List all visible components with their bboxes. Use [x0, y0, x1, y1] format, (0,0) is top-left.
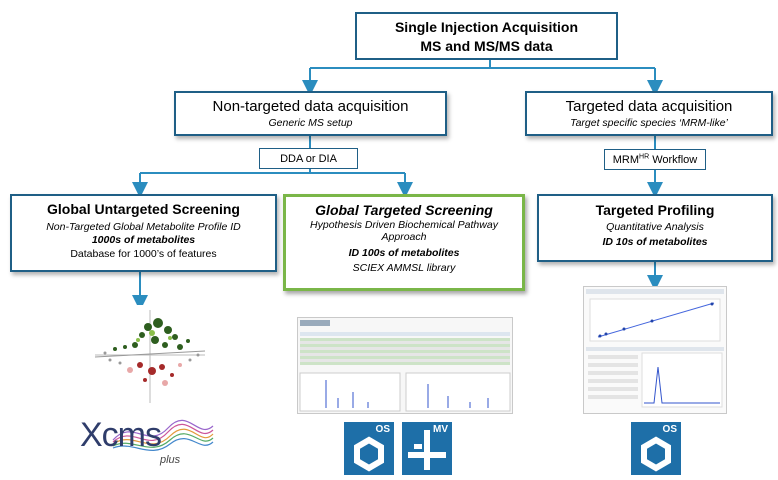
xcms-wordmark: Xcms	[80, 416, 162, 454]
targeted-profiling-box: Targeted Profiling Quantitative Analysis…	[537, 194, 773, 262]
global-targeted-line4: SCIEX AMMSL library	[352, 262, 456, 274]
dda-dia-label: DDA or DIA	[280, 153, 337, 165]
global-untargeted-line3: Database for 1000’s of features	[70, 248, 217, 260]
global-targeted-line2: Approach	[381, 231, 427, 243]
targeted-acquisition-subtitle: Target specific species ‘MRM-like’	[570, 117, 728, 129]
targeted-profiling-line1: Quantitative Analysis	[606, 221, 704, 233]
targeted-profiling-line2: ID 10s of metabolites	[602, 236, 708, 248]
software-screenshot-thumbnail	[297, 317, 513, 414]
single-injection-line1: Single Injection Acquisition	[394, 19, 579, 35]
calibration-screenshot-image	[584, 287, 726, 413]
mrm-superscript: HR	[639, 153, 650, 161]
software-screenshot-image	[298, 318, 512, 413]
scatter-plot-thumbnail	[80, 305, 210, 408]
scatter-plot-image	[80, 305, 210, 408]
cross-icon	[408, 430, 446, 470]
os-logo-right: OS	[631, 422, 681, 475]
os-logo-middle: OS	[344, 422, 394, 475]
targeted-acquisition-title: Targeted data acquisition	[565, 98, 733, 115]
global-targeted-box: Global Targeted Screening Hypothesis Dri…	[283, 194, 525, 291]
targeted-profiling-title: Targeted Profiling	[595, 202, 715, 218]
mv-logo: MV	[402, 422, 452, 475]
global-untargeted-line1: Non-Targeted Global Metabolite Profile I…	[46, 221, 241, 233]
global-targeted-line1: Hypothesis Driven Biochemical Pathway	[310, 219, 498, 231]
xcms-plus-text: plus	[160, 454, 181, 466]
dda-dia-box: DDA or DIA	[259, 148, 358, 169]
global-untargeted-box: Global Untargeted Screening Non-Targeted…	[10, 194, 277, 272]
xcms-plus-logo: Xcms plus	[78, 410, 218, 472]
os-logo-middle-text: OS	[375, 424, 390, 435]
hexagon-icon	[641, 436, 671, 472]
global-targeted-title: Global Targeted Screening	[315, 202, 493, 218]
mrm-suffix: Workflow	[649, 154, 698, 166]
non-targeted-subtitle: Generic MS setup	[268, 117, 353, 129]
mv-logo-text: MV	[433, 424, 448, 435]
hexagon-icon	[354, 436, 384, 472]
global-untargeted-title: Global Untargeted Screening	[47, 201, 240, 217]
os-logo-right-text: OS	[662, 424, 677, 435]
mrm-workflow-box: MRMHR Workflow	[604, 149, 706, 170]
targeted-acquisition-box: Targeted data acquisition Target specifi…	[525, 91, 773, 136]
global-targeted-line3: ID 100s of metabolites	[348, 247, 460, 259]
non-targeted-title: Non-targeted data acquisition	[212, 98, 409, 115]
single-injection-line2: MS and MS/MS data	[420, 38, 553, 54]
mrm-prefix: MRM	[612, 154, 640, 166]
single-injection-box: Single Injection Acquisition MS and MS/M…	[355, 12, 618, 60]
calibration-screenshot-thumbnail	[583, 286, 727, 414]
xcms-waves-icon	[112, 419, 214, 451]
non-targeted-box: Non-targeted data acquisition Generic MS…	[174, 91, 447, 136]
global-untargeted-line2: 1000s of metabolites	[91, 234, 196, 246]
